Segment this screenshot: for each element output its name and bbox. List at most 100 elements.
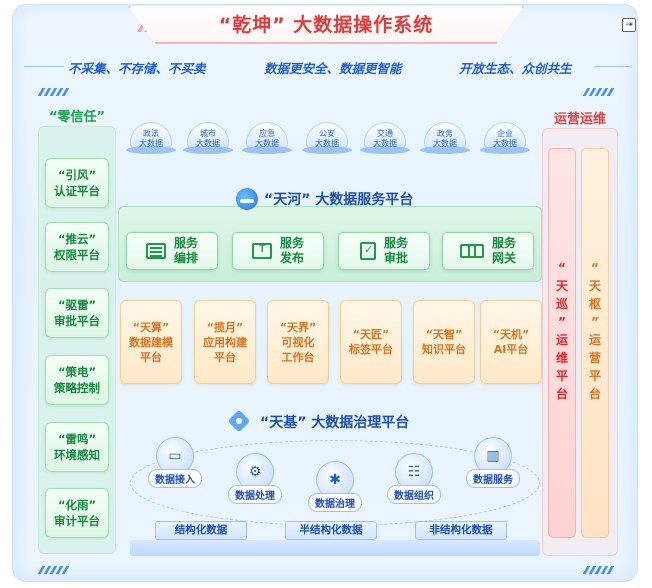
service-label: 网关 [491,251,516,265]
structured-data: 结构化数据 [155,521,247,540]
service-label: 发布 [279,251,304,265]
corner-stripes-top-right [582,88,615,96]
data-source-chengshi: 城市大数据 [183,122,233,156]
tianji-title-text: “天基” 大数据治理平台 [260,415,410,431]
app-tianzhi: “天智” 知识平台 [413,300,475,384]
service-orchestration: 服务编排 [126,232,218,270]
chip-suffix: 大数据 [493,139,517,148]
chip-name: 公安 [319,129,335,138]
left-item-yinfeng: “引风” 认证平台 [45,158,109,208]
left-item-leiming: “雷鸣” 环境感知 [45,422,109,472]
left-item-name: “驱雷” [57,298,97,312]
tianxun-ops-platform: “ 天 巡 ” 运 维 平 台 [548,148,576,538]
bar-char: 平 [555,369,568,383]
bar-char: 巡 [555,297,568,311]
bar-char: 枢 [588,297,601,311]
tianshu-operations-platform: “ 天 枢 ” 运 营 平 台 [581,148,609,538]
data-source-gongan: 公安大数据 [302,122,352,156]
bar-char: 运 [588,333,601,347]
gov-node-service: ▥ 数据服务 [466,437,520,488]
service-label: 服务 [173,236,198,250]
chip-suffix: 大数据 [255,139,279,148]
data-source-zhengfa: 政法大数据 [126,122,176,156]
gateway-icon [459,244,484,258]
bar-char: ” [558,315,566,329]
bar-char: 天 [555,279,568,293]
gov-node-label: 数据接入 [148,469,202,488]
app-desc: 数据建模 [129,335,173,349]
app-tiansuan: “天算”数据建模平台 [120,300,182,384]
left-item-huayu: “化雨” 审计平台 [45,488,109,538]
unstructured-data: 非结构化数据 [415,521,507,540]
wave-icon [236,188,258,210]
chip-name: 交通 [377,129,393,138]
app-desc: 工作台 [281,350,315,364]
left-item-cedian: “策电” 策略控制 [45,355,109,405]
app-name: “天界” [279,320,317,334]
chip-suffix: 大数据 [315,139,339,148]
tianhe-title-text: “天河” 大数据服务平台 [264,192,414,208]
left-item-desc: 审计平台 [54,514,100,528]
left-item-name: “化雨” [57,498,97,512]
monitor-icon: ▭ [156,437,194,475]
bar-char: ” [591,315,599,329]
service-label: 编排 [173,251,198,265]
left-item-name: “推云” [57,232,97,246]
bar-char: 台 [555,387,568,401]
left-item-quli: “驱雷” 审批平台 [45,288,109,338]
chip-name: 城市 [200,129,216,138]
chip-name: 企业 [497,129,513,138]
data-foundation [130,540,540,556]
list-icon [145,243,166,259]
chip-name: 应急 [259,129,275,138]
chip-suffix: 大数据 [139,139,163,148]
left-item-desc: 策略控制 [54,381,100,395]
service-label: 服务 [383,236,408,250]
tianhe-platform-title: “天河” 大数据服务平台 [236,187,413,211]
bar-char: “ [558,261,566,275]
app-name: “揽月” [206,320,244,334]
chip-suffix: 大数据 [373,139,397,148]
network-icon: ✱ [316,461,354,499]
chip-suffix: 大数据 [196,139,220,148]
app-name: “天匠” [352,328,390,341]
app-tianjie: “天界”可视化工作台 [267,300,329,384]
left-item-desc: 认证平台 [54,184,100,198]
exit-icon[interactable]: ⇥ [622,18,636,32]
bar-char: 天 [588,279,601,293]
corner-stripes-top-left [37,88,70,96]
app-tianji-ai: “天机”AI平台 [480,300,542,384]
gears-icon: ⚙ [236,453,274,491]
service-gateway: 服务网关 [442,232,534,270]
app-name: “天机” [492,328,530,341]
semi-structured-data: 半结构化数据 [285,521,377,540]
gov-node-label: 数据服务 [466,469,520,488]
zero-trust-heading: “零信任” [48,110,106,125]
gov-node-ingest: ▭ 数据接入 [148,437,202,488]
left-item-desc: 权限平台 [54,248,100,262]
slogan-line-right [594,66,630,67]
corner-stripes-bottom-left [37,566,70,574]
app-name: “天智” [425,328,463,341]
gov-node-label: 数据组织 [387,485,441,504]
app-desc: 标签平台 [349,343,393,356]
bar-char: 台 [588,387,601,401]
left-item-name: “引风” [57,168,97,182]
slogan-1: 不采集、不存储、不买卖 [68,61,206,76]
upload-monitor-icon [251,241,272,259]
service-label: 服务 [491,236,516,250]
title-banner [128,6,524,44]
chip-name: 政法 [143,129,159,138]
bar-char: 运 [555,333,568,347]
gov-node-organize: ☷ 数据组织 [387,453,441,504]
cube-icon [228,410,252,434]
data-source-qiye: 企业大数据 [480,122,530,156]
bar-char: 营 [588,351,601,365]
ops-heading: 运营运维 [553,112,606,127]
left-item-tuiyun: “推云” 权限平台 [45,222,109,272]
app-tianjiang: “天匠” 标签平台 [340,300,402,384]
app-name: “天算” [132,320,170,334]
left-item-desc: 审批平台 [54,314,100,328]
app-desc: 知识平台 [422,343,466,356]
